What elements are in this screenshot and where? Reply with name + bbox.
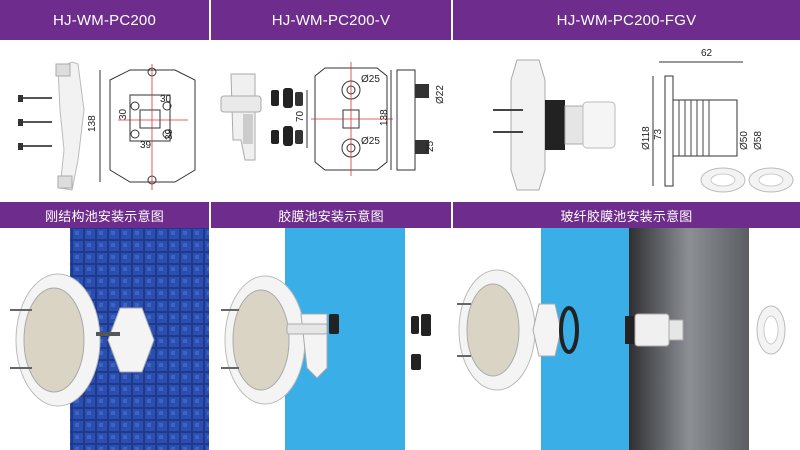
dim-height: 70	[295, 110, 306, 122]
dim-d: 39	[164, 128, 175, 140]
drawing-panel-3: 62 Ø118 73 Ø50 Ø58	[453, 40, 800, 202]
bracket-icon	[57, 61, 85, 191]
technical-drawing-1: 138 30 30 39 39	[18, 61, 196, 191]
dim-a: 30	[160, 94, 172, 105]
column-divider	[209, 0, 211, 450]
dim-d50: Ø50	[739, 131, 750, 150]
dim-b: 30	[118, 108, 129, 120]
nut-icon	[271, 88, 303, 146]
bracket-icon	[107, 307, 155, 373]
dim-height: 138	[87, 115, 98, 132]
dim-dia3: Ø22	[435, 85, 446, 104]
drawing-panel-1: 138 30 30 39 39	[0, 40, 209, 202]
install-illustration-2	[221, 228, 451, 450]
install-panel-2	[211, 228, 451, 450]
install-title: 刚结构池安装示意图	[45, 209, 164, 225]
install-illustration-3	[457, 228, 786, 450]
bracket-icon	[510, 59, 546, 191]
install-title: 胶膜池安装示意图	[278, 209, 384, 225]
dim-dia2: Ø25	[361, 136, 380, 147]
dim-d118: Ø118	[641, 126, 652, 150]
model-header-3: HJ-WM-PC200-FGV	[453, 0, 800, 40]
drawing-panel-2: 70 Ø25 Ø25 138 Ø22 25	[211, 40, 451, 202]
dim-width: 62	[701, 48, 713, 59]
dim-len: 25	[425, 140, 436, 152]
model-title: HJ-WM-PC200-FGV	[556, 11, 697, 29]
install-title: 玻纤胶膜池安装示意图	[560, 209, 693, 225]
model-header-1: HJ-WM-PC200	[0, 0, 209, 40]
install-header-2: 胶膜池安装示意图	[211, 202, 451, 228]
column-divider	[451, 0, 453, 450]
technical-drawing-3: 62 Ø118 73 Ø50 Ø58	[493, 48, 794, 193]
dim-height2: 138	[379, 109, 390, 126]
model-title: HJ-WM-PC200-V	[271, 11, 391, 29]
dim-h73: 73	[653, 128, 664, 140]
model-title: HJ-WM-PC200	[52, 11, 157, 29]
dim-d58: Ø58	[753, 131, 764, 150]
technical-drawing-2: 70 Ø25 Ø25 138 Ø22 25	[220, 62, 446, 176]
bracket-icon	[532, 303, 562, 357]
screw-icon	[22, 97, 52, 147]
install-header-1: 刚结构池安装示意图	[0, 202, 209, 228]
install-panel-3	[453, 228, 800, 450]
dim-dia1: Ø25	[361, 74, 380, 85]
install-header-3: 玻纤胶膜池安装示意图	[453, 202, 800, 228]
install-illustration-1	[10, 228, 209, 450]
install-panel-1	[0, 228, 209, 450]
dim-c: 39	[140, 140, 152, 151]
model-header-2: HJ-WM-PC200-V	[211, 0, 451, 40]
